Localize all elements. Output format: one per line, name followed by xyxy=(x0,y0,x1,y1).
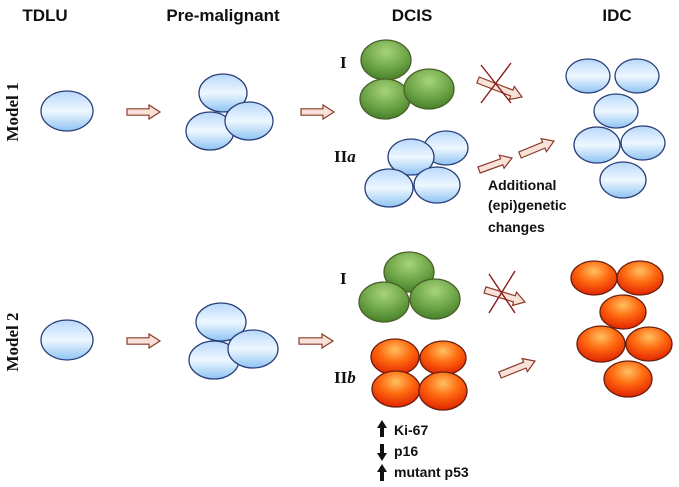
arrow-m1-type-iia-step1 xyxy=(477,154,514,174)
cell xyxy=(227,329,279,369)
header-tdlu: TDLU xyxy=(22,6,67,25)
model2-dcis-type-i-label: I xyxy=(340,269,347,288)
cell xyxy=(360,39,412,81)
model2-tdlu-cell xyxy=(40,319,94,361)
model1-idc-cluster xyxy=(565,58,666,199)
cell xyxy=(570,260,618,296)
marker-ki67-label: Ki-67 xyxy=(394,422,428,438)
cell xyxy=(364,168,414,208)
header-dcis: DCIS xyxy=(392,6,433,25)
header-idc: IDC xyxy=(602,6,631,25)
cell xyxy=(620,125,666,161)
model2-idc-cluster xyxy=(570,260,673,398)
cell xyxy=(614,58,660,94)
additional-changes-line3: changes xyxy=(488,219,545,235)
model1-dcis-type-i-cluster xyxy=(359,39,455,120)
marker-p16: p16 xyxy=(377,443,418,461)
cross-mark-icon xyxy=(488,270,516,314)
cross-mark-icon xyxy=(488,273,516,314)
model2-premalignant-cluster xyxy=(188,302,279,380)
marker-p16-label: p16 xyxy=(394,443,418,459)
cell xyxy=(198,73,248,113)
arrow-m1-tdlu-to-premalignant xyxy=(126,103,162,121)
cell xyxy=(370,338,420,376)
cell xyxy=(387,138,435,176)
model2-dcis-type-i-cluster xyxy=(358,251,461,323)
cell xyxy=(565,58,611,94)
arrow-m2-premalignant-to-dcis xyxy=(298,332,335,350)
cell xyxy=(573,126,621,164)
down-arrow-icon xyxy=(377,444,387,461)
model2-dcis-type-iib-label: IIb xyxy=(334,368,356,387)
marker-p53: mutant p53 xyxy=(377,464,469,481)
up-arrow-icon xyxy=(377,464,387,481)
arrow-m2-type-iib-to-idc xyxy=(498,357,537,379)
model1-dcis-type-iia-cluster xyxy=(364,130,469,208)
additional-changes-line1: Additional xyxy=(488,177,556,193)
cell xyxy=(195,302,247,342)
cell xyxy=(599,161,647,199)
model2-blocked-progression xyxy=(488,270,516,314)
additional-changes-line2: (epi)genetic xyxy=(488,197,567,213)
arrow-m1-type-iia-step2 xyxy=(518,137,556,159)
model-1-label: Model 1 xyxy=(3,82,22,141)
marker-list: Ki-67 p16 mutant p53 xyxy=(377,420,469,481)
cross-mark-icon xyxy=(480,62,512,104)
cell xyxy=(409,278,461,320)
cell xyxy=(616,260,664,296)
model2-dcis-type-iib-cluster xyxy=(370,338,468,411)
cell xyxy=(593,93,639,129)
cell xyxy=(599,294,647,330)
arrow-m2-tdlu-to-premalignant xyxy=(126,332,162,350)
cell xyxy=(413,166,461,204)
cell xyxy=(576,325,626,363)
cell xyxy=(403,68,455,110)
cell xyxy=(625,326,673,362)
model-2-label: Model 2 xyxy=(3,312,22,371)
cell xyxy=(224,101,274,141)
arrow-m1-premalignant-to-dcis xyxy=(300,103,336,121)
cell xyxy=(358,281,410,323)
cell xyxy=(603,360,653,398)
marker-p53-label: mutant p53 xyxy=(394,464,469,480)
model1-dcis-type-i-label: I xyxy=(340,53,347,72)
cell xyxy=(359,78,411,120)
up-arrow-icon xyxy=(377,420,387,437)
cell xyxy=(418,371,468,411)
cell xyxy=(371,370,421,408)
model1-blocked-progression xyxy=(480,62,512,104)
marker-ki67: Ki-67 xyxy=(377,420,428,438)
cell xyxy=(419,340,467,376)
header-premalignant: Pre-malignant xyxy=(166,6,280,25)
model1-tdlu-cell xyxy=(40,90,94,132)
progression-arrows xyxy=(126,76,556,379)
model1-premalignant-cluster xyxy=(185,73,274,151)
model1-dcis-type-iia-label: IIa xyxy=(334,147,356,166)
